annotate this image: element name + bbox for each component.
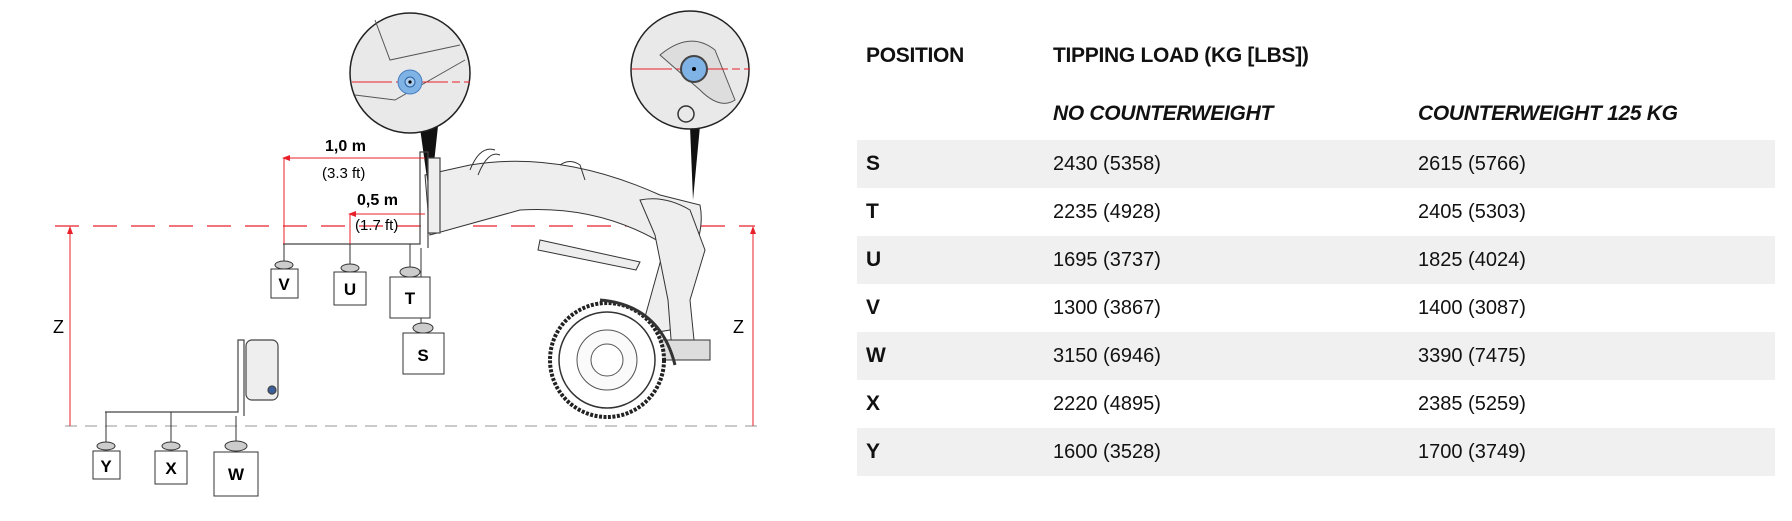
table-row: W 3150 (6946) 3390 (7475) (857, 332, 1775, 380)
cell-position: U (866, 248, 882, 271)
subheader-counterweight: COUNTERWEIGHT 125 KG (1418, 102, 1678, 125)
cell-no-cw: 2220 (4895) (1053, 392, 1161, 415)
fork-lowered (105, 339, 279, 416)
table-row: U 1695 (3737) 1825 (4024) (857, 236, 1775, 284)
table-row: X 2220 (4895) 2385 (5259) (857, 380, 1775, 428)
header-tipping-load: TIPPING LOAD (KG [LBS]) (1053, 44, 1309, 67)
height-label-left: Z (53, 317, 64, 337)
svg-text:X: X (165, 459, 177, 478)
header-position: POSITION (866, 44, 964, 67)
cell-no-cw: 1695 (3737) (1053, 248, 1161, 271)
load-v: V (270, 268, 299, 299)
svg-text:W: W (228, 465, 245, 484)
load-s: S (402, 332, 445, 375)
cell-no-cw: 2235 (4928) (1053, 200, 1161, 223)
tipping-load-diagram: Z Z (53, 10, 765, 497)
pivot-detail-magnifier-rear (630, 10, 750, 200)
load-x: X (154, 450, 188, 485)
cell-cw: 1400 (3087) (1418, 296, 1526, 319)
table-row: T 2235 (4928) 2405 (5303) (857, 188, 1775, 236)
load-u: U (333, 271, 367, 306)
subheader-no-counterweight: NO COUNTERWEIGHT (1053, 102, 1273, 125)
svg-text:T: T (405, 289, 416, 308)
cell-cw: 1700 (3749) (1418, 440, 1526, 463)
cell-cw: 3390 (7475) (1418, 344, 1526, 367)
load-t: T (389, 276, 431, 319)
cell-position: V (866, 296, 881, 319)
pivot-detail-magnifier-front (349, 12, 471, 200)
table-body: S 2430 (5358) 2615 (5766) T 2235 (4928) 2405… (857, 140, 1775, 476)
svg-text:S: S (417, 346, 428, 365)
cell-no-cw: 3150 (6946) (1053, 344, 1161, 367)
cell-position: T (866, 200, 879, 223)
load-y: Y (92, 450, 121, 480)
dimension-1m-imperial: (3.3 ft) (322, 165, 365, 182)
cell-cw: 2405 (5303) (1418, 200, 1526, 223)
height-label-right: Z (733, 317, 744, 337)
wheel (548, 298, 677, 419)
cell-no-cw: 2430 (5358) (1053, 152, 1161, 175)
cell-position: S (866, 152, 881, 175)
fork-raised (283, 151, 441, 248)
dimension-05m-label: 0,5 m (357, 192, 398, 209)
table-row: S 2430 (5358) 2615 (5766) (857, 140, 1775, 188)
cell-no-cw: 1600 (3528) (1053, 440, 1161, 463)
cell-position: X (866, 392, 881, 415)
cell-no-cw: 1300 (3867) (1053, 296, 1161, 319)
cell-position: Y (866, 440, 881, 463)
svg-text:Y: Y (100, 457, 112, 476)
dimension-05m-imperial: (1.7 ft) (355, 217, 398, 234)
cell-cw: 1825 (4024) (1418, 248, 1526, 271)
cell-cw: 2385 (5259) (1418, 392, 1526, 415)
svg-text:V: V (278, 275, 290, 294)
svg-text:U: U (344, 280, 356, 299)
load-w: W (213, 451, 259, 497)
table-row: V 1300 (3867) 1400 (3087) (857, 284, 1775, 332)
table-row: Y 1600 (3528) 1700 (3749) (857, 428, 1775, 476)
cell-cw: 2615 (5766) (1418, 152, 1526, 175)
cell-position: W (866, 344, 886, 367)
dimension-1m-label: 1,0 m (325, 138, 366, 155)
